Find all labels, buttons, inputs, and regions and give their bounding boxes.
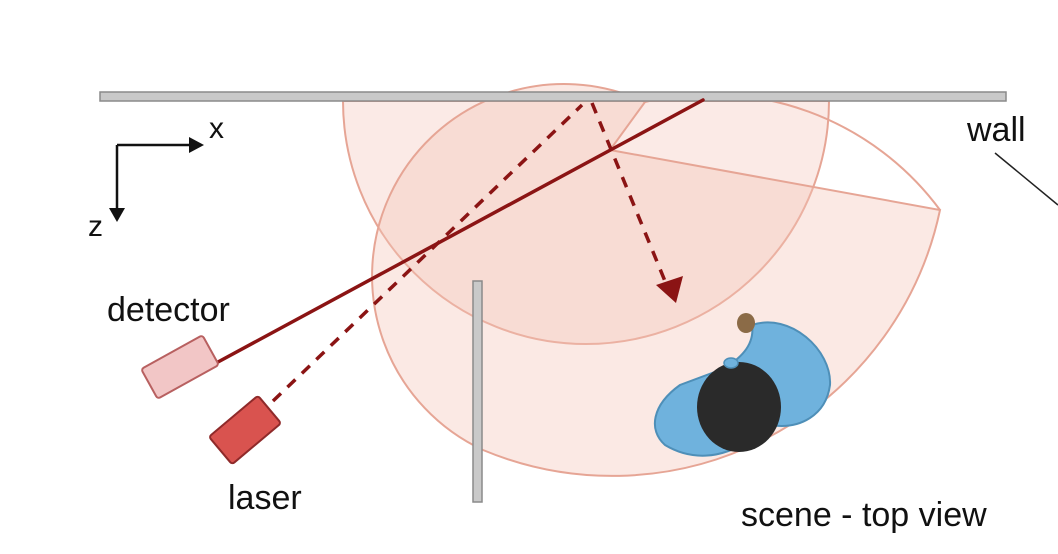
occluder	[472, 280, 483, 503]
laser-label: laser	[228, 479, 302, 517]
person-top-view-icon	[653, 313, 832, 457]
scene-caption: scene - top view	[741, 496, 987, 534]
x-axis-label: x	[209, 112, 224, 145]
z-axis-label: z	[88, 210, 103, 243]
detector-beam	[216, 98, 705, 364]
detector-label: detector	[107, 291, 230, 329]
detector-device	[141, 335, 219, 399]
scatter-cone-wall	[341, 100, 831, 345]
wall-label: wall	[967, 111, 1026, 149]
wall	[99, 91, 1007, 102]
laser-device	[209, 395, 281, 465]
reflection-beam	[590, 102, 669, 287]
wall-pointer-line	[994, 152, 1058, 206]
held-object	[737, 313, 755, 333]
reflection-arrowhead	[656, 276, 683, 303]
coordinate-axes-icon	[109, 137, 204, 222]
